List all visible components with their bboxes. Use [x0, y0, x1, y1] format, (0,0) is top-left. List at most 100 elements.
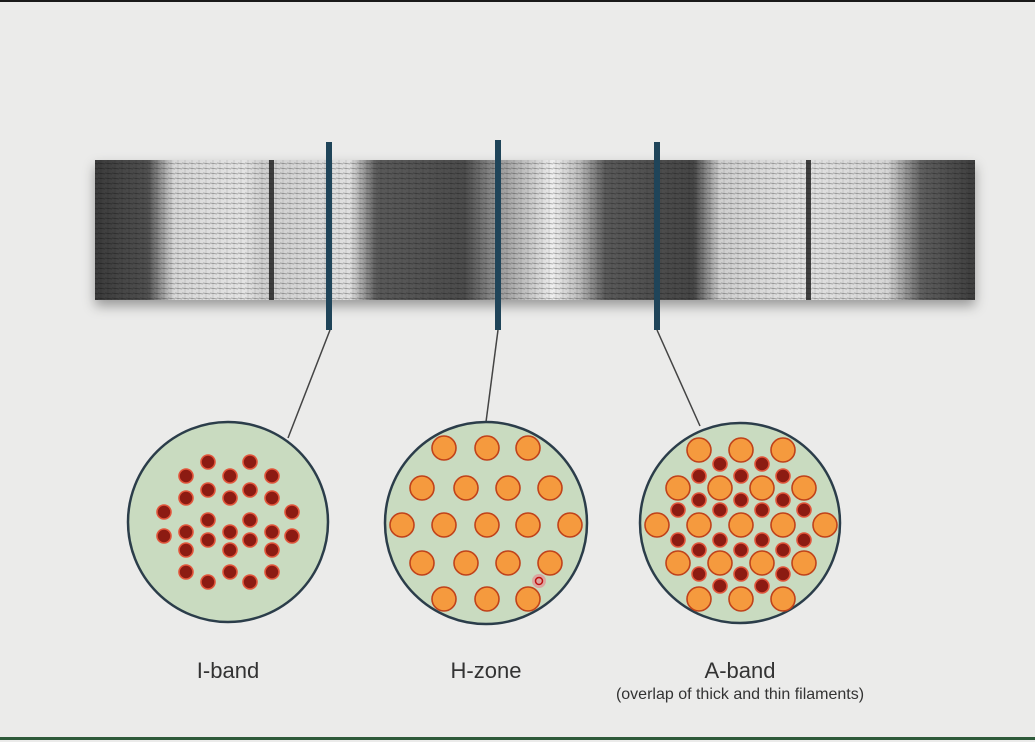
- thick-filament: [749, 550, 775, 576]
- thin-filament: [178, 564, 194, 580]
- thin-filament: [222, 524, 238, 540]
- thick-filament: [431, 512, 457, 538]
- thin-filament: [284, 528, 300, 544]
- thick-filament: [515, 512, 541, 538]
- thin-filament: [712, 502, 728, 518]
- thin-filament: [691, 542, 707, 558]
- thick-filament: [707, 475, 733, 501]
- connector-i-band: [287, 329, 331, 439]
- thin-filament: [733, 492, 749, 508]
- thick-filament: [728, 512, 754, 538]
- thin-filament: [691, 566, 707, 582]
- thin-filament: [733, 468, 749, 484]
- thick-filament: [474, 512, 500, 538]
- label-h-zone: H-zone: [450, 658, 522, 683]
- thick-filament: [389, 512, 415, 538]
- thin-filament: [200, 512, 216, 528]
- thick-filament: [409, 550, 435, 576]
- thin-filament: [156, 504, 172, 520]
- thin-filament: [712, 578, 728, 594]
- thick-filament: [686, 586, 712, 612]
- thin-filament: [264, 564, 280, 580]
- thin-filament: [242, 532, 258, 548]
- thick-filament: [770, 437, 796, 463]
- thin-filament: [200, 532, 216, 548]
- thin-filament: [775, 468, 791, 484]
- thin-filament: [733, 542, 749, 558]
- thick-filament: [791, 475, 817, 501]
- micrograph-strip: [95, 160, 975, 300]
- thick-filament: [537, 475, 563, 501]
- thick-filament: [495, 475, 521, 501]
- thin-filament: [264, 524, 280, 540]
- thin-filament: [200, 482, 216, 498]
- label-a-band-subtitle: (overlap of thick and thin filaments): [615, 686, 865, 703]
- thin-filament: [670, 532, 686, 548]
- thick-filament: [665, 475, 691, 501]
- thick-filament: [453, 475, 479, 501]
- thick-filament: [474, 435, 500, 461]
- thin-filament: [242, 574, 258, 590]
- thin-filament: [222, 542, 238, 558]
- filaments: [156, 435, 838, 612]
- thin-filament: [733, 566, 749, 582]
- thick-filament: [644, 512, 670, 538]
- connector-h-zone: [485, 329, 499, 423]
- thin-filament: [178, 490, 194, 506]
- thin-filament: [691, 468, 707, 484]
- thick-filament: [495, 550, 521, 576]
- thick-filament: [728, 586, 754, 612]
- thick-filament: [557, 512, 583, 538]
- thick-filament: [431, 435, 457, 461]
- marker-a-band: [654, 142, 660, 330]
- thick-filament: [770, 512, 796, 538]
- thin-filament: [178, 524, 194, 540]
- thick-filament: [431, 586, 457, 612]
- connector-a-band: [656, 329, 701, 427]
- thin-filament: [200, 454, 216, 470]
- thick-filament: [665, 550, 691, 576]
- thin-filament: [178, 542, 194, 558]
- thin-filament: [754, 578, 770, 594]
- thin-filament: [242, 482, 258, 498]
- thick-filament: [728, 437, 754, 463]
- thin-filament: [264, 490, 280, 506]
- marker-h-zone: [495, 140, 501, 330]
- thick-filament: [749, 475, 775, 501]
- thick-filament: [686, 512, 712, 538]
- thick-filament: [515, 586, 541, 612]
- thin-filament: [222, 564, 238, 580]
- label-a-band: A-band: [704, 658, 776, 683]
- thin-filament: [242, 454, 258, 470]
- thin-filament: [775, 542, 791, 558]
- z-line: [269, 160, 274, 300]
- thin-filament: [796, 502, 812, 518]
- thin-filament: [156, 528, 172, 544]
- thin-filament: [691, 492, 707, 508]
- thin-filament: [754, 502, 770, 518]
- thin-filament: [775, 566, 791, 582]
- thin-filament: [284, 504, 300, 520]
- pointer-mark: [532, 574, 546, 588]
- thick-filament: [791, 550, 817, 576]
- thin-filament: [264, 468, 280, 484]
- thin-filament: [222, 468, 238, 484]
- thin-filament: [242, 512, 258, 528]
- thin-filament: [222, 490, 238, 506]
- thin-filament: [670, 502, 686, 518]
- thick-filament: [409, 475, 435, 501]
- thin-filament: [754, 532, 770, 548]
- thick-filament: [474, 586, 500, 612]
- thick-filament: [686, 437, 712, 463]
- z-line: [806, 160, 811, 300]
- label-i-band: I-band: [196, 658, 260, 683]
- thick-filament: [453, 550, 479, 576]
- cross-section-i-band: [126, 420, 330, 624]
- thick-filament: [707, 550, 733, 576]
- thin-filament: [712, 456, 728, 472]
- thin-filament: [178, 468, 194, 484]
- thick-filament: [515, 435, 541, 461]
- thin-filament: [200, 574, 216, 590]
